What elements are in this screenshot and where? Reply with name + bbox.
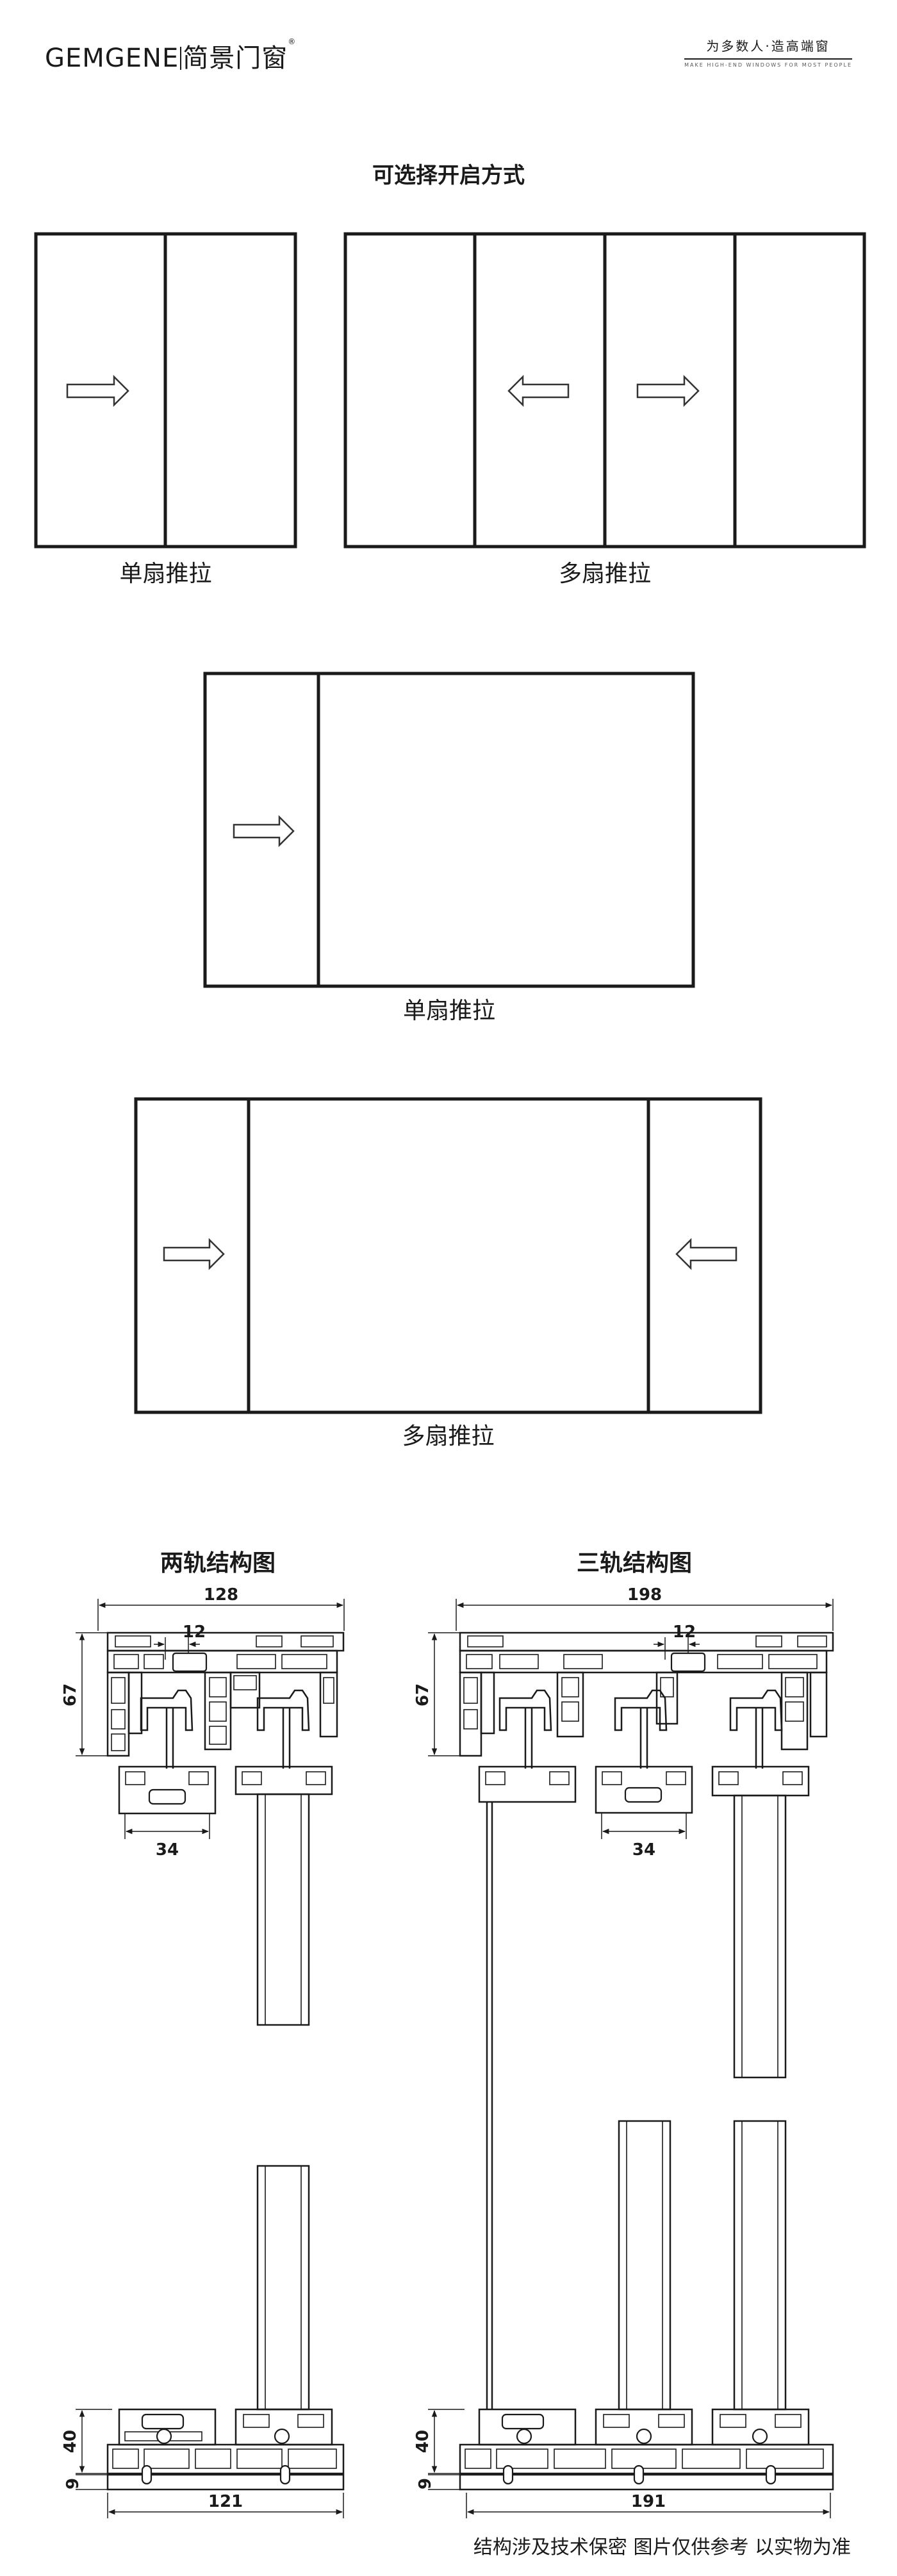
two-rail-title: 两轨结构图 [160, 1550, 276, 1576]
slogan-cn: 为多数人·造高端窗 [706, 38, 830, 54]
caption-opening-c: 单扇推拉 [402, 998, 495, 1024]
three-rail-height-top: 67 [413, 1683, 432, 1706]
three-rail-height-bottom: 40 [413, 2430, 432, 2453]
two-rail-height-top: 67 [61, 1683, 80, 1706]
two-rail-diagram: 128 12 67 [61, 1585, 345, 2518]
opening-d-diagram [134, 1097, 762, 1414]
footer-disclaimer: 结构涉及技术保密 图片仅供参考 以实物为准 [473, 2536, 851, 2559]
three-rail-width-bottom: 191 [631, 2492, 666, 2511]
arrow-right-icon [636, 374, 700, 408]
two-rail-width-bottom: 121 [208, 2492, 243, 2511]
caption-opening-b: 多扇推拉 [558, 561, 651, 587]
brand-divider [180, 47, 182, 70]
two-rail-base: 9 [63, 2478, 83, 2489]
caption-opening-d: 多扇推拉 [402, 1423, 495, 1449]
section-title: 可选择开启方式 [372, 163, 525, 188]
three-rail-width-top: 198 [627, 1585, 662, 1605]
arrow-left-icon [507, 374, 570, 408]
brand-name-en: GEMGENE [45, 44, 179, 73]
arrow-right-icon [233, 814, 295, 848]
slogan-rule [684, 58, 852, 60]
two-rail-width-top: 128 [204, 1585, 238, 1605]
three-rail-title: 三轨结构图 [576, 1550, 692, 1576]
three-rail-sash-width: 34 [632, 1840, 655, 1860]
opening-diagrams [34, 232, 866, 1414]
arrow-left-icon [675, 1237, 737, 1271]
opening-a-diagram [34, 232, 297, 549]
arrow-right-icon [163, 1237, 225, 1271]
three-rail-diagram: 198 12 67 [413, 1585, 834, 2518]
opening-b-diagram [343, 232, 866, 549]
opening-d-frame [134, 1097, 762, 1414]
registered-mark: ® [288, 37, 297, 46]
slogan-en: MAKE HIGH-END WINDOWS FOR MOST PEOPLE [684, 62, 852, 68]
opening-c-frame [203, 672, 695, 988]
caption-opening-a: 单扇推拉 [119, 561, 212, 587]
arrow-right-icon [66, 374, 129, 408]
brand-name-cn: 简景门窗 [183, 44, 288, 73]
two-rail-sash-width: 34 [156, 1840, 179, 1860]
three-rail-base: 9 [416, 2478, 435, 2489]
two-rail-height-bottom: 40 [61, 2430, 80, 2453]
brand-slogan: 为多数人·造高端窗 MAKE HIGH-END WINDOWS FOR MOST… [684, 36, 852, 68]
opening-c-diagram [203, 672, 695, 988]
